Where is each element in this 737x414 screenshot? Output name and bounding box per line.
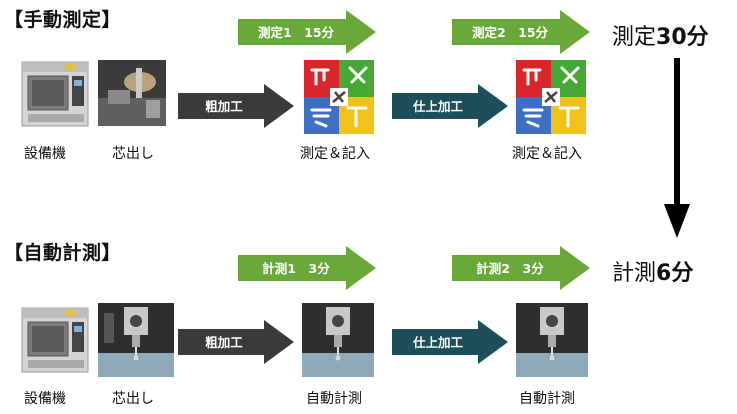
machining-center-image xyxy=(21,307,89,373)
manual-step2-arrow: 測定2 15分 xyxy=(452,10,590,54)
touch-probe-photo xyxy=(98,303,174,377)
auto-total-time: 計測6分 xyxy=(612,255,693,287)
caliper-icon xyxy=(516,60,586,134)
centering-photo xyxy=(98,60,166,126)
auto-measure-label-2: 自動計測 xyxy=(519,391,575,407)
manual-roughing-label: 粗加工 xyxy=(205,99,243,114)
manual-step1-label: 測定1 15分 xyxy=(258,25,335,40)
manual-total-prefix: 測定 xyxy=(612,25,657,50)
manual-equipment-label: 設備機 xyxy=(24,146,66,162)
improvement-down-arrow xyxy=(664,58,690,238)
manual-total-value: 30分 xyxy=(656,25,709,50)
auto-step1-label: 計測1 3分 xyxy=(262,261,330,276)
manual-roughing-arrow: 粗加工 xyxy=(178,84,294,128)
manual-step1-arrow: 測定1 15分 xyxy=(238,10,376,54)
auto-measure-label-1: 自動計測 xyxy=(306,391,362,407)
manual-total-time: 測定30分 xyxy=(612,19,709,51)
auto-step1-arrow: 計測1 3分 xyxy=(238,246,376,290)
manual-finishing-arrow: 仕上加工 xyxy=(392,84,508,128)
auto-total-prefix: 計測 xyxy=(612,261,657,286)
manual-section-title: 【手動測定】 xyxy=(4,9,122,31)
auto-section-title: 【自動計測】 xyxy=(4,242,122,264)
auto-step2-label: 計測2 3分 xyxy=(476,261,544,276)
touch-probe-photo xyxy=(302,303,374,377)
auto-equipment-label: 設備機 xyxy=(24,391,66,407)
manual-measure-record-label-1: 測定＆記入 xyxy=(300,146,370,162)
auto-finishing-arrow: 仕上加工 xyxy=(392,320,508,364)
caliper-icon xyxy=(304,60,374,134)
manual-measure-record-label-2: 測定＆記入 xyxy=(512,146,582,162)
machining-center-image xyxy=(21,61,89,127)
auto-roughing-label: 粗加工 xyxy=(205,335,243,350)
auto-roughing-arrow: 粗加工 xyxy=(178,320,294,364)
auto-step2-arrow: 計測2 3分 xyxy=(452,246,590,290)
auto-total-value: 6分 xyxy=(656,261,694,286)
auto-finishing-label: 仕上加工 xyxy=(412,335,464,350)
manual-centering-label: 芯出し xyxy=(112,146,154,162)
auto-centering-label: 芯出し xyxy=(112,391,154,407)
touch-probe-photo xyxy=(516,303,588,377)
manual-finishing-label: 仕上加工 xyxy=(412,99,464,114)
manual-step2-label: 測定2 15分 xyxy=(472,25,549,40)
